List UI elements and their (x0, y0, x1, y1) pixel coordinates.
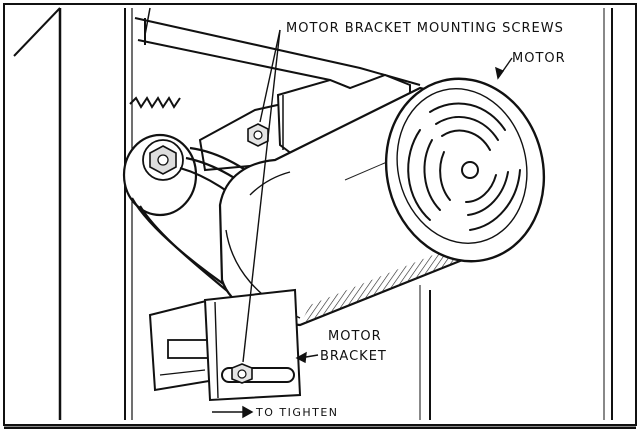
motor-vent-slots (407, 102, 521, 231)
cabinet-frame (3, 3, 637, 429)
motor-label: MOTOR (512, 51, 566, 66)
mounting-screws-label: MOTOR BRACKET MOUNTING SCREWS (286, 21, 564, 36)
to-tighten-label: TO TIGHTEN (256, 406, 339, 419)
motor-bracket-label-line1: MOTOR (328, 329, 382, 344)
spring (129, 96, 181, 109)
motor-bracket (148, 288, 302, 402)
motor (218, 73, 546, 327)
pulley (122, 133, 198, 217)
motor-shading (300, 240, 475, 325)
leader-lines (212, 29, 513, 419)
motor-bracket-label-line2: BRACKET (320, 349, 387, 364)
mounting-screw (247, 123, 269, 147)
